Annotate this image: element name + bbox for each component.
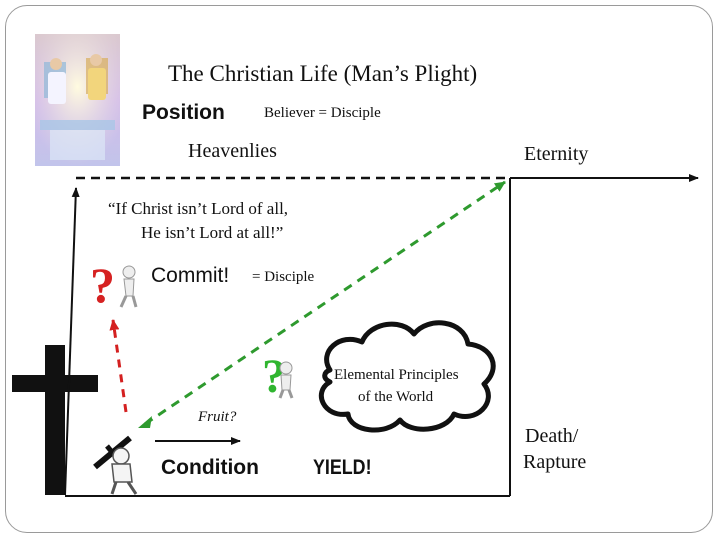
svg-text:?: ? — [90, 257, 115, 313]
cross-icon — [12, 345, 98, 495]
slide-title: The Christian Life (Man’s Plight) — [168, 62, 477, 85]
rapture-label: Rapture — [523, 452, 586, 472]
position-label: Position — [142, 102, 225, 123]
red-dashed-arrow — [113, 320, 126, 412]
position-note: Believer = Disciple — [264, 106, 381, 121]
elemental-label-line-2: of the World — [358, 390, 433, 405]
elemental-label-line-1: Elemental Principles — [334, 368, 459, 383]
heavenlies-label: Heavenlies — [188, 141, 277, 161]
throne-picture — [35, 34, 120, 166]
eternity-label: Eternity — [524, 144, 588, 164]
commit-label: Commit! — [151, 265, 229, 286]
red-question-figure-icon: ? — [90, 257, 136, 313]
cross-bearer-figure-icon — [95, 438, 136, 494]
green-arrow-tail-head — [138, 416, 152, 428]
yield-label: YIELD! — [313, 457, 372, 478]
death-label: Death/ — [525, 426, 578, 446]
left-vertical-line — [65, 188, 76, 495]
condition-label: Condition — [161, 457, 259, 478]
quote-line-2: He isn’t Lord at all!” — [141, 224, 283, 241]
commit-note: = Disciple — [252, 270, 314, 285]
green-question-figure-icon: ? — [262, 350, 292, 403]
quote-line-1: “If Christ isn’t Lord of all, — [108, 200, 288, 217]
fruit-label: Fruit? — [198, 410, 236, 425]
